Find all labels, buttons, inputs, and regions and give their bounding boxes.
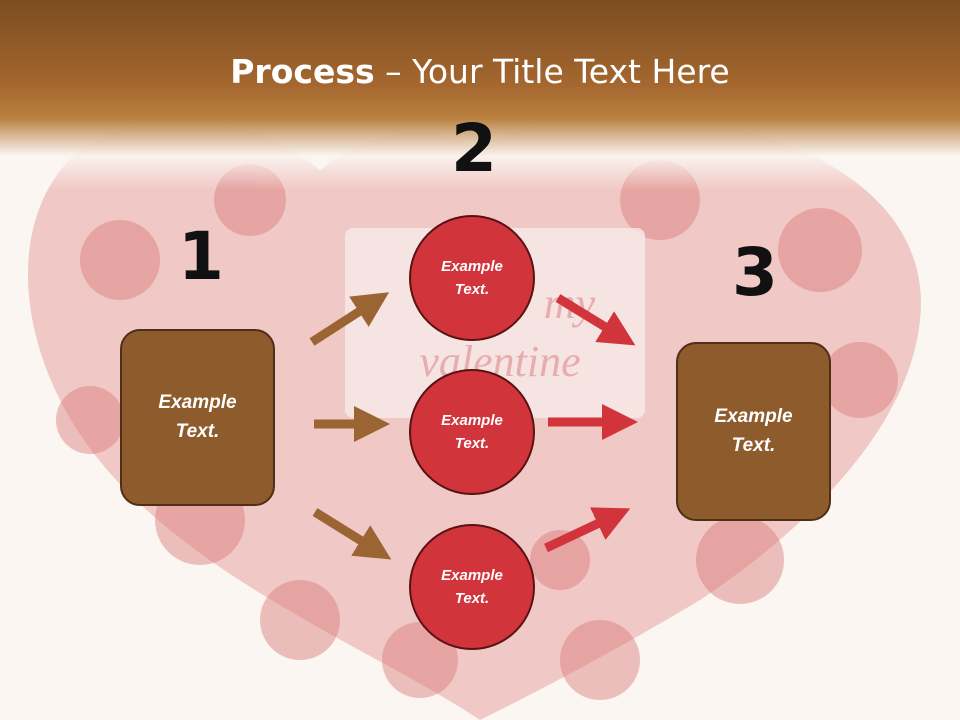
step-1-box: Example Text. [120,329,275,506]
circle-top-label: Example Text. [441,257,503,298]
step-number-2: 2 [451,110,497,187]
step-3-box: Example Text. [676,342,831,521]
step-1-label: Example Text. [158,392,237,442]
title-rest: – Your Title Text Here [374,52,730,91]
circle-bottom-label: Example Text. [441,566,503,607]
step-2-circle-top: Example Text. [409,215,535,341]
page-title: Process – Your Title Text Here [0,52,960,91]
title-bar [0,0,960,190]
step-2-circle-bottom: Example Text. [409,524,535,650]
step-number-1: 1 [178,218,224,295]
step-2-circle-middle: Example Text. [409,369,535,495]
title-bold: Process [230,52,375,91]
step-3-label: Example Text. [714,406,793,456]
circle-middle-label: Example Text. [441,411,503,452]
step-number-3: 3 [732,234,778,311]
